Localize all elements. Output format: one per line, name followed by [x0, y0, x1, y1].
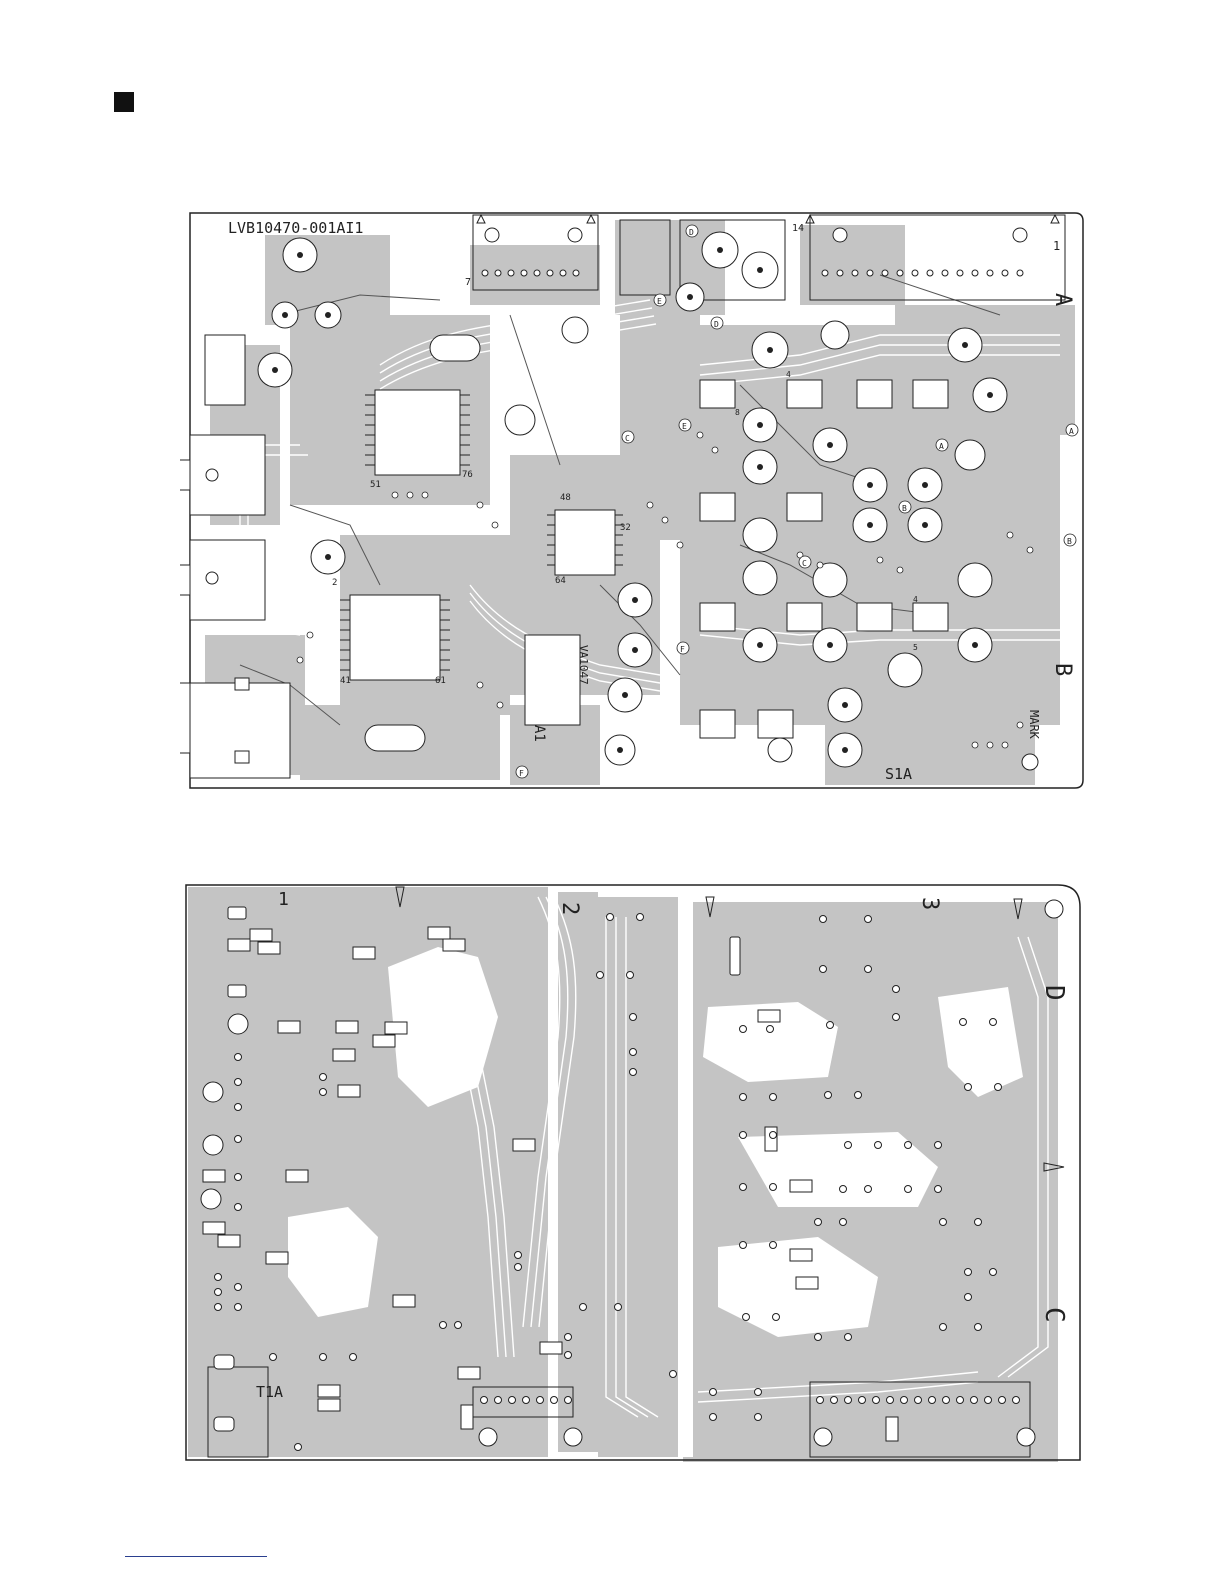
ic-pin-76: 76 [462, 470, 473, 480]
op-amp-pin-4b: 4 [913, 595, 918, 604]
ic-pin-51: 51 [370, 480, 381, 490]
corner-number-1: 1 [278, 889, 289, 910]
section-letter-c-2: C [802, 559, 807, 568]
section-letter-c: C [625, 434, 630, 443]
section-letter-a-2: A [1069, 427, 1074, 436]
ic-pin-2: 2 [332, 578, 337, 588]
op-amp-pin-5: 5 [913, 643, 918, 652]
section-letter-b-2: B [1067, 537, 1072, 546]
section-letter-a: A [939, 442, 944, 451]
section-letter-d: D [689, 228, 694, 237]
section-letter-d-2: D [714, 320, 719, 329]
edge-letter-b: B [1050, 663, 1075, 676]
section-square-bullet [114, 92, 134, 112]
board-part-number: LVB10470-001AI1 [228, 219, 363, 237]
edge-letter-a: A [1050, 293, 1075, 306]
corner-number-3: 3 [917, 897, 942, 910]
pin-one-label: 1 [1053, 239, 1060, 253]
s1a-label: S1A [885, 765, 912, 783]
ic-pin-61: 61 [435, 676, 446, 686]
connector-pin-7-label: 7 [465, 277, 471, 288]
op-amp-pin-8: 8 [735, 408, 740, 417]
mark-text: MARK [1027, 710, 1041, 740]
section-letter-f-2: F [519, 769, 524, 778]
t1a-label: T1A [256, 1383, 283, 1401]
pcb-top-component-side: LVB10470-001AI1 7 14 1 S1A VA1047 MARK A… [180, 205, 1090, 795]
edge-letter-c: C [1039, 1307, 1069, 1323]
subunit-a1-label: A1 [531, 725, 547, 742]
ic-pin-64: 64 [555, 576, 566, 586]
footer-underline [125, 1556, 267, 1557]
corner-number-2: 2 [557, 902, 582, 915]
connector-pin-14-label: 14 [792, 223, 804, 234]
section-letter-b: B [902, 504, 907, 513]
ic-pin-48: 48 [560, 493, 571, 503]
ic-pin-32: 32 [620, 523, 631, 533]
ic-pin-41: 41 [340, 676, 351, 686]
section-letter-e: E [657, 297, 662, 306]
section-letter-e-2: E [682, 422, 687, 431]
pcb-bottom-solder-side: T1A 1 2 3 D C [178, 877, 1088, 1477]
pointer-arrows [477, 215, 1059, 223]
op-amp-pin-4: 4 [786, 370, 791, 379]
edge-letter-d: D [1039, 985, 1069, 1001]
section-letter-f: F [680, 645, 685, 654]
ic-sub-label: VA1047 [577, 645, 590, 685]
